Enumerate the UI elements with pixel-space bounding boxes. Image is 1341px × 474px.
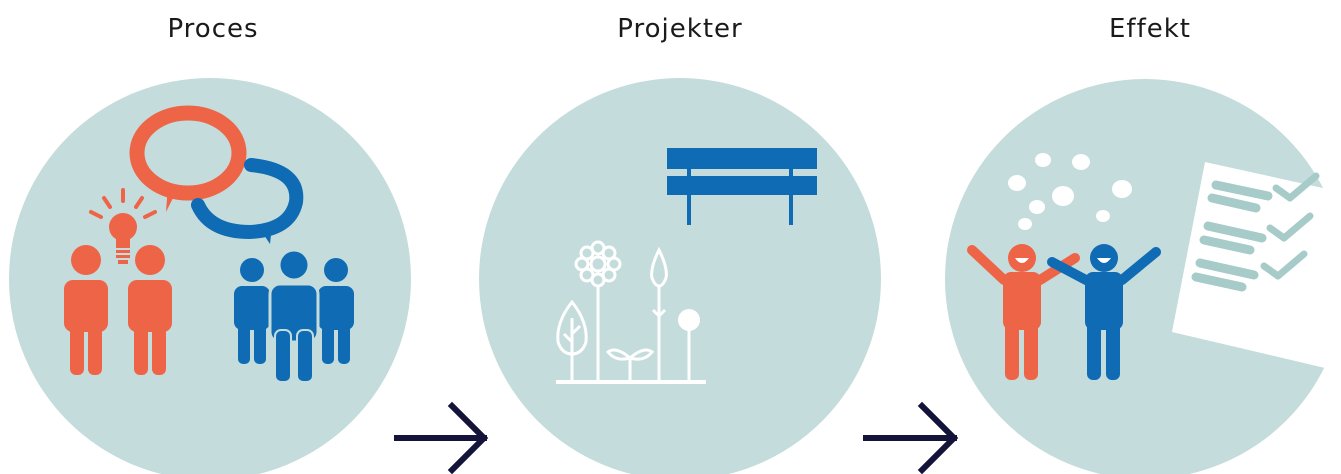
step-circle-projekter [479,78,881,474]
arrow-icon [397,406,484,470]
step-circle-proces [9,78,411,474]
arrow-icon [866,406,954,470]
